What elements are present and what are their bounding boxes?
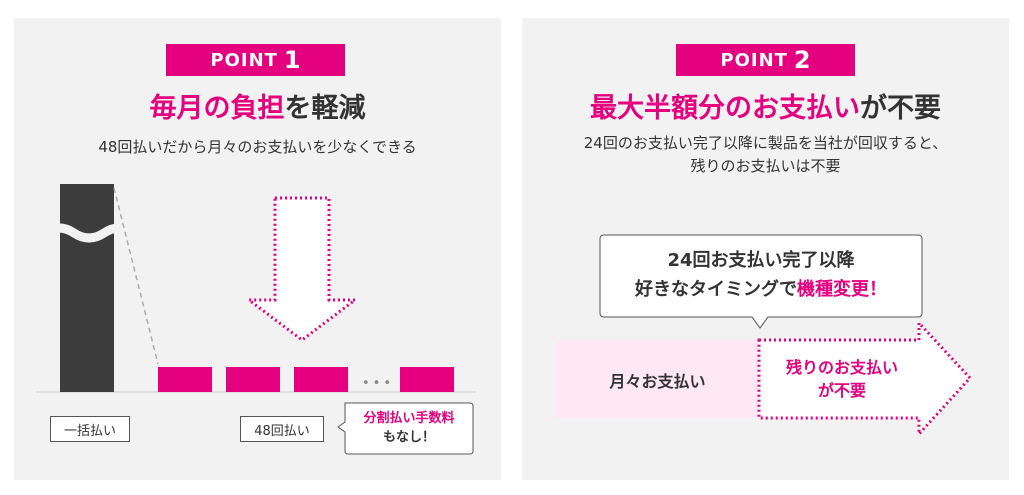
callout-line2-highlight: 機種変更 bbox=[797, 279, 869, 300]
monthly-bar-2 bbox=[226, 367, 280, 392]
point1-badge-word: POINT bbox=[210, 49, 278, 71]
point1-title-rest: を軽減 bbox=[284, 93, 366, 124]
callout-line2: 好きなタイミングで機種変更！ bbox=[600, 275, 922, 304]
point1-panel: POINT 1 毎月の負担を軽減 48回払いだから月々のお支払いを少なくできる … bbox=[14, 18, 501, 480]
point2-panel: POINT 2 最大半額分のお支払いが不要 24回のお支払い完了以降に製品を当社… bbox=[522, 18, 1009, 480]
point1-title: 毎月の負担を軽減 bbox=[14, 86, 501, 125]
installment-48-label: 48回払い bbox=[240, 416, 324, 442]
right-arrow-icon bbox=[757, 319, 973, 438]
fee-bubble-text: 分割払い手数料 もなし！ bbox=[345, 409, 473, 447]
down-arrow-icon bbox=[244, 196, 360, 342]
point2-subtitle-line2: 残りのお支払いは不要 bbox=[690, 157, 841, 175]
payment-timeline-graphic bbox=[556, 234, 973, 438]
remaining-payment-text: 残りのお支払い が不要 bbox=[762, 356, 922, 402]
remaining-line1: 残りのお支払い bbox=[785, 358, 898, 377]
lump-sum-bar bbox=[60, 184, 114, 392]
remaining-line2: が不要 bbox=[817, 381, 866, 400]
fee-bubble-line2: もなし！ bbox=[382, 430, 435, 445]
payment-comparison-graphic bbox=[36, 184, 476, 455]
callout-line1: 24回お支払い完了以降 bbox=[667, 250, 855, 271]
callout-bubble bbox=[599, 234, 923, 329]
point2-title: 最大半額分のお支払いが不要 bbox=[522, 86, 1009, 125]
fee-bubble bbox=[337, 402, 474, 455]
monthly-payment-label: 月々お支払い bbox=[609, 372, 706, 391]
monthly-bar-4 bbox=[400, 367, 454, 392]
point2-badge-number: 2 bbox=[793, 46, 811, 74]
point1-badge-number: 1 bbox=[283, 46, 301, 74]
point2-badge: POINT 2 bbox=[676, 44, 855, 76]
callout-text: 24回お支払い完了以降 好きなタイミングで機種変更！ bbox=[600, 246, 922, 304]
bar-break-wave bbox=[41, 223, 137, 243]
monthly-band bbox=[556, 340, 759, 418]
dashed-connector bbox=[113, 187, 159, 365]
lump-sum-label: 一括払い bbox=[50, 416, 130, 442]
point2-subtitle: 24回のお支払い完了以降に製品を当社が回収すると、 残りのお支払いは不要 bbox=[522, 132, 1009, 178]
monthly-bar-3 bbox=[294, 367, 348, 392]
point2-title-rest: が不要 bbox=[860, 93, 941, 124]
ellipsis-dots: ••• bbox=[361, 376, 394, 391]
point2-title-highlight: 最大半額分のお支払い bbox=[590, 93, 860, 124]
point2-subtitle-line1: 24回のお支払い完了以降に製品を当社が回収すると、 bbox=[583, 134, 948, 152]
point1-subtitle: 48回払いだから月々のお支払いを少なくできる bbox=[98, 138, 417, 156]
fee-bubble-line1: 分割払い手数料 bbox=[363, 411, 455, 426]
point1-badge: POINT 1 bbox=[166, 44, 345, 76]
point1-title-highlight: 毎月の負担 bbox=[149, 93, 285, 124]
callout-line2-post: ！ bbox=[869, 279, 887, 300]
callout-line2-pre: 好きなタイミングで bbox=[635, 279, 797, 300]
point2-badge-word: POINT bbox=[720, 49, 788, 71]
monthly-bar-1 bbox=[158, 367, 212, 392]
